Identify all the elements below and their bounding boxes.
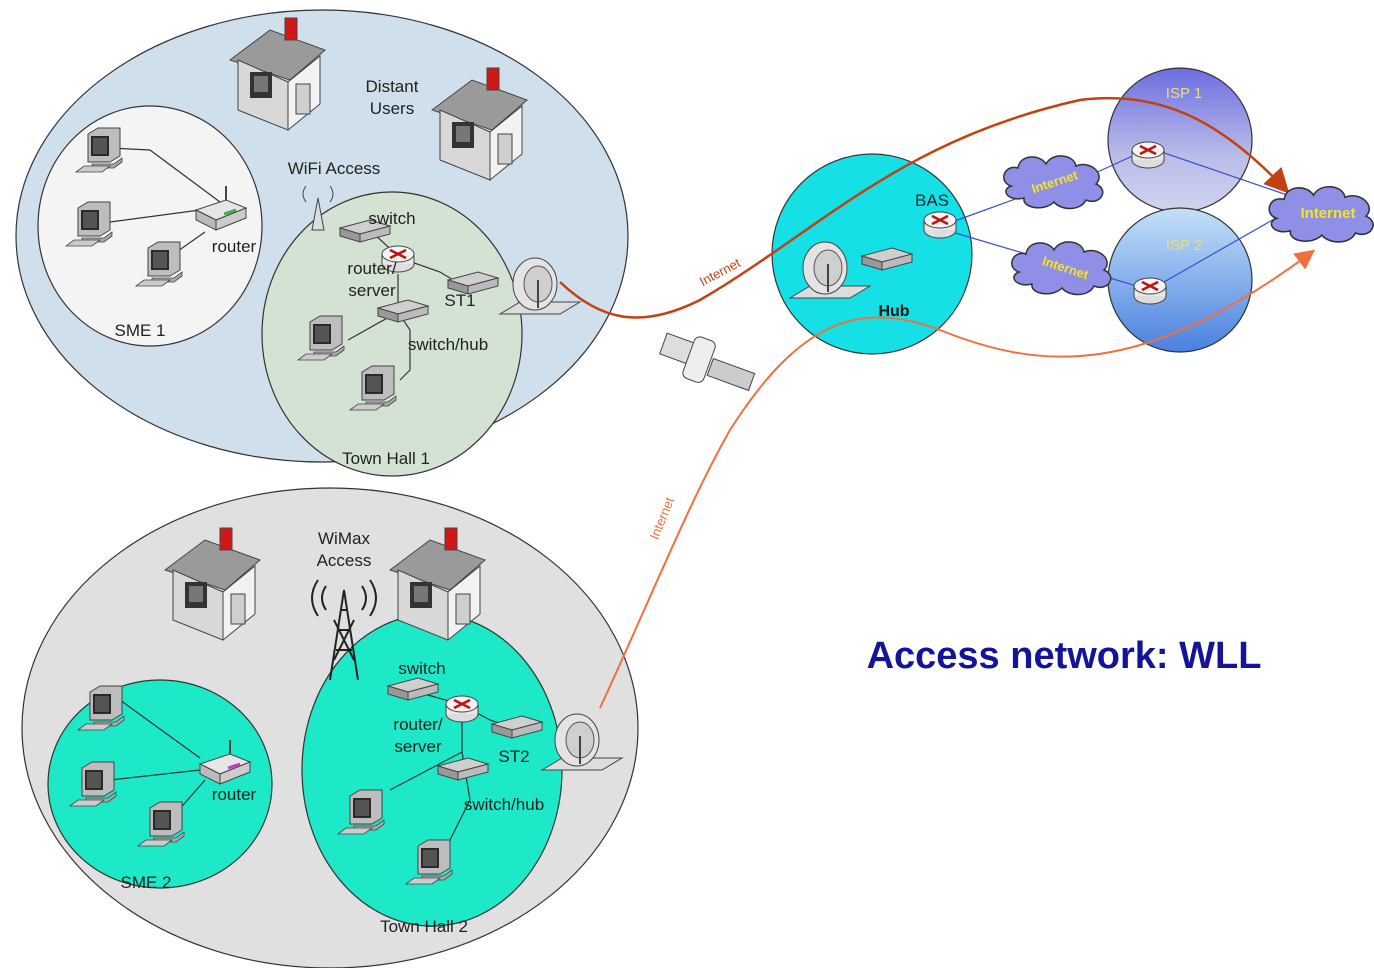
sme2-circle xyxy=(47,679,273,889)
townhall1-circle xyxy=(261,191,523,477)
label-sme-2: SME 2 xyxy=(120,873,171,892)
label-town-hall-2: Town Hall 2 xyxy=(380,917,468,936)
label-router: router xyxy=(212,237,257,256)
label-wimax: WiMax xyxy=(318,529,370,548)
label-switch: switch xyxy=(398,659,445,678)
satellite-icon xyxy=(659,332,756,392)
label-cloud-internet-main: Internet xyxy=(1300,205,1355,222)
label-bas: BAS xyxy=(915,191,949,210)
label-st1: ST1 xyxy=(444,291,475,310)
label-town-hall-1: Town Hall 1 xyxy=(342,449,430,468)
router-icon xyxy=(444,694,480,724)
label-distant: Distant xyxy=(366,77,419,96)
label-isp-1: ISP 1 xyxy=(1166,85,1202,102)
label-switch-hub: switch/hub xyxy=(408,335,488,354)
isp1-router-icon xyxy=(1130,140,1166,170)
label-link-internet-2: Internet xyxy=(647,495,678,542)
label-link-internet-1: Internet xyxy=(697,255,743,289)
label-st2: ST2 xyxy=(498,747,529,766)
wireless-router-icon xyxy=(194,186,248,231)
wireless-router-icon xyxy=(198,740,252,785)
label-isp-2: ISP 2 xyxy=(1166,237,1202,254)
label-users: Users xyxy=(370,99,414,118)
label-hub: Hub xyxy=(878,303,909,320)
label-router-server: router/ xyxy=(393,715,442,734)
label-router-server: router/ xyxy=(347,259,396,278)
wifi-antenna-icon xyxy=(302,185,334,231)
label-wimax-access: Access xyxy=(317,551,372,570)
bas-router-icon xyxy=(922,210,958,240)
label-router: router xyxy=(212,785,257,804)
label-server: server xyxy=(394,737,442,756)
label-sme-1: SME 1 xyxy=(114,321,165,340)
wimax-tower-icon xyxy=(311,579,377,681)
label-switch: switch xyxy=(368,209,415,228)
link-internet-2 xyxy=(599,249,1316,709)
link-internet-1 xyxy=(559,96,1290,319)
label-wifi-access: WiFi Access xyxy=(288,159,381,178)
label-switch-hub: switch/hub xyxy=(464,795,544,814)
label-server: server xyxy=(348,281,396,300)
page-title: Access network: WLL xyxy=(867,635,1262,677)
sme1-circle xyxy=(37,105,263,347)
isp2-router-icon xyxy=(1132,276,1168,306)
